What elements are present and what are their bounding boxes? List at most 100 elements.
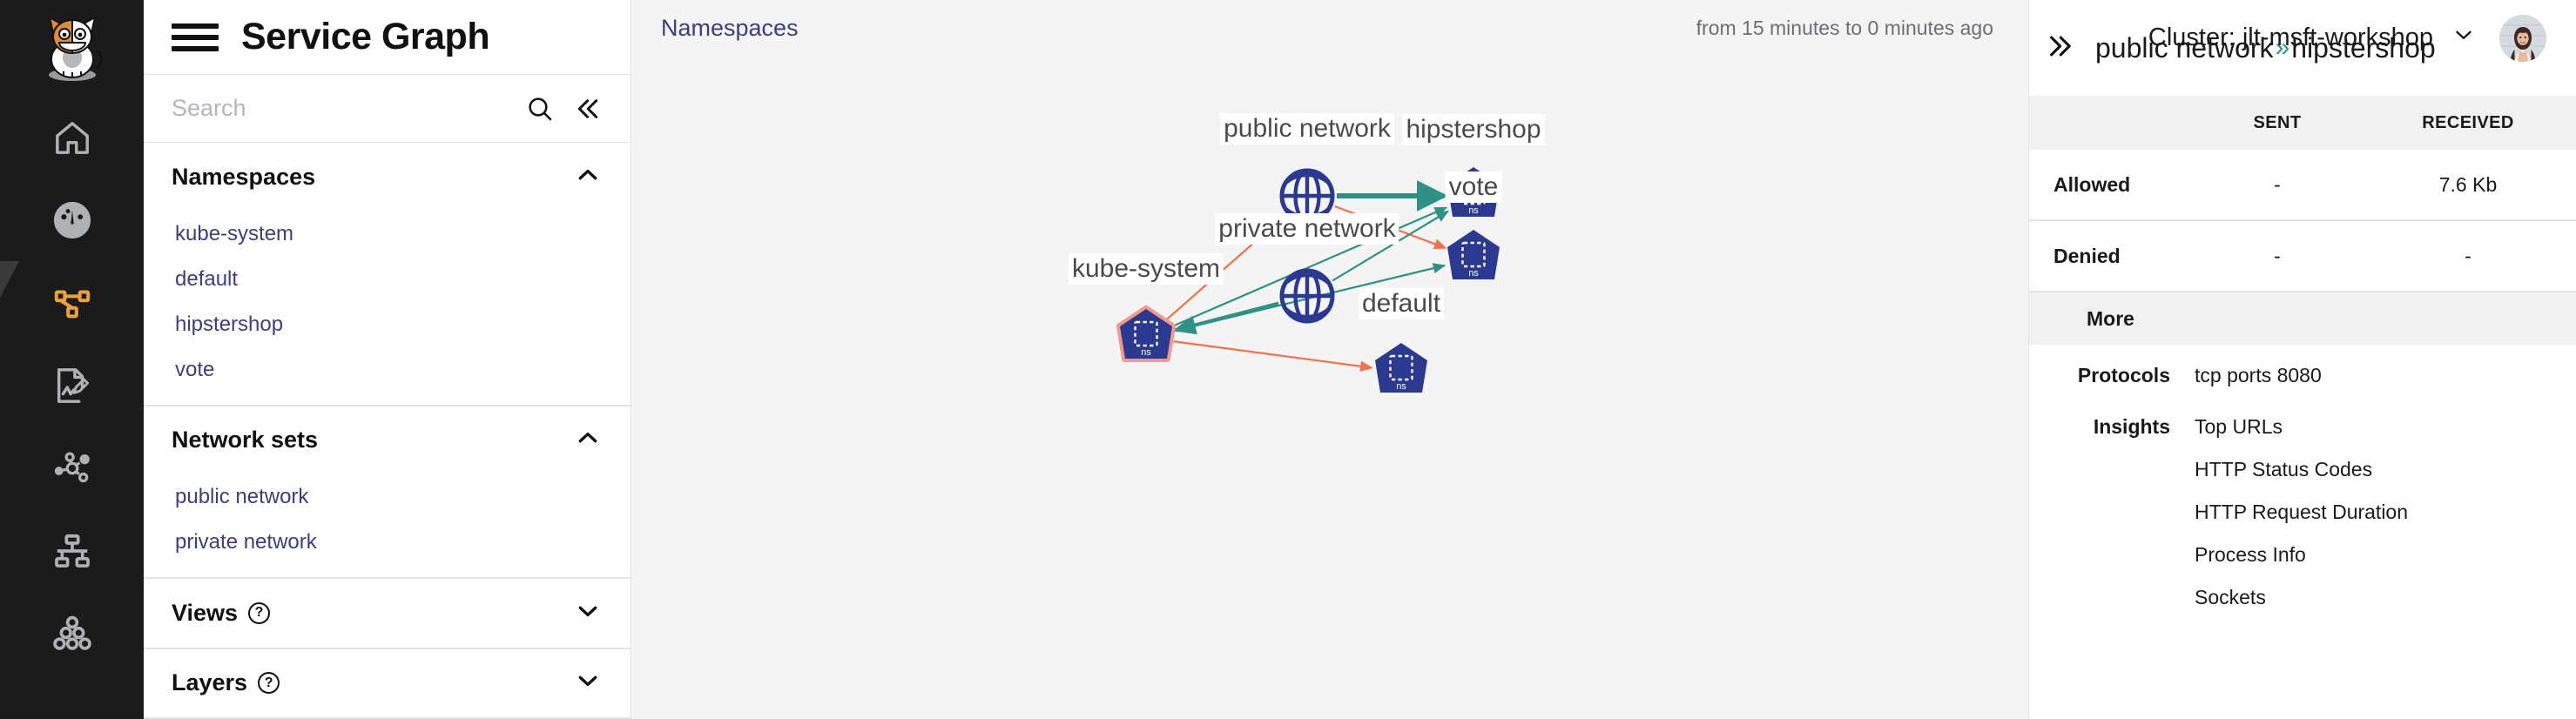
more-section-header[interactable]: More [2029, 292, 2576, 345]
graph-edge-kube-system-to-default[interactable] [1173, 340, 1373, 372]
top-right-header: Cluster: jlt-msft-workshop [2148, 0, 2576, 76]
page-title: Service Graph [241, 16, 490, 58]
denied-sent-value: - [2274, 244, 2281, 267]
section-header-layers[interactable]: Layers ? [144, 649, 631, 718]
section-title-layers: Layers [172, 669, 248, 696]
graph-node-kube-system[interactable]: ns [1116, 306, 1176, 362]
canvas-toolbar: Namespaces from 15 minutes to 0 minutes … [631, 0, 2028, 57]
namespace-item-kube-system[interactable]: kube-system [175, 221, 294, 245]
chevron-down-icon[interactable] [575, 668, 601, 698]
details-title: public network » hipstershop [2095, 32, 2436, 64]
search-bar [144, 74, 631, 143]
details-title-source[interactable]: public network [2095, 31, 2274, 64]
details-panel: public network » hipstershop SENT RECEIV… [2029, 0, 2576, 719]
divider [144, 577, 631, 580]
sidebar-item-network[interactable] [0, 509, 144, 592]
column-header-sent: SENT [2253, 112, 2302, 132]
graph-edge-public-network-to-vote[interactable] [1334, 205, 1447, 250]
search-icon[interactable] [526, 95, 554, 123]
section-header-network-sets[interactable]: Network sets [144, 407, 631, 475]
protocols-row: Protocols tcp ports 8080 [2029, 345, 2576, 387]
service-graph-icon [52, 283, 92, 323]
protocols-value: tcp ports 8080 [2195, 364, 2322, 386]
help-icon[interactable]: ? [258, 672, 280, 695]
table-row: Denied - - [2029, 221, 2576, 292]
avatar[interactable] [2499, 14, 2546, 62]
sidebar-item-dashboard[interactable] [0, 178, 144, 261]
graph-node-public-network[interactable] [1279, 168, 1335, 224]
allowed-received-value: 7.6 Kb [2438, 172, 2498, 196]
time-range-label[interactable]: from 15 minutes to 0 minutes ago [1696, 17, 1993, 39]
help-icon[interactable]: ? [248, 601, 271, 624]
section-header-namespaces[interactable]: Namespaces [144, 143, 631, 212]
nodes-graph-icon [52, 448, 92, 488]
node-badge: ns [1468, 205, 1479, 216]
insights-list: Top URLs HTTP Status Codes HTTP Request … [2195, 415, 2408, 628]
chevron-down-icon[interactable] [575, 598, 601, 628]
row-label-allowed: Allowed [2053, 172, 2131, 196]
insight-item-http-status-codes[interactable]: HTTP Status Codes [2195, 458, 2373, 480]
double-chevron-right-icon[interactable] [2047, 31, 2076, 65]
insight-item-process-info[interactable]: Process Info [2195, 543, 2306, 566]
protocols-label: Protocols [2077, 364, 2170, 386]
node-badge: ns [1468, 268, 1479, 279]
graph-edges-and-nodes: ns ns ns ns [1116, 167, 1500, 393]
graph-node-default[interactable]: ns [1375, 343, 1427, 393]
cluster-label: Cluster: jlt-msft-workshop [2148, 24, 2433, 51]
tigera-cat-logo[interactable] [0, 0, 144, 96]
icon-rail [0, 0, 144, 719]
node-badge: ns [1396, 381, 1406, 392]
graph-edge-private-network-to-hipstershop[interactable] [1332, 210, 1450, 282]
chevron-down-icon[interactable] [2452, 24, 2475, 53]
namespace-item-vote[interactable]: vote [175, 357, 215, 381]
policy-edit-icon [52, 366, 92, 406]
namespace-item-hipstershop[interactable]: hipstershop [175, 312, 284, 336]
insights-row: Insights Top URLs HTTP Status Codes HTTP… [2029, 387, 2576, 628]
divider [144, 404, 631, 407]
sidebar-item-home[interactable] [0, 96, 144, 178]
sidebar-item-nodes[interactable] [0, 427, 144, 509]
double-chevron-left-icon[interactable] [573, 95, 601, 123]
networkset-item-private-network[interactable]: private network [175, 530, 317, 554]
service-graph-canvas[interactable]: Namespaces from 15 minutes to 0 minutes … [631, 0, 2029, 719]
row-label-denied: Denied [2053, 244, 2121, 267]
denied-received-value: - [2465, 244, 2471, 267]
sidebar-panel: Service Graph Namespaces kube- [144, 0, 631, 719]
home-icon [52, 119, 92, 156]
graph-node-private-network[interactable] [1279, 268, 1335, 324]
insight-item-http-request-duration[interactable]: HTTP Request Duration [2195, 501, 2409, 523]
section-header-views[interactable]: Views ? [144, 579, 631, 648]
details-header: public network » hipstershop [2029, 0, 2576, 96]
section-body-network-sets: public network private network [144, 474, 631, 577]
sidebar-item-policies[interactable] [0, 344, 144, 427]
sidebar-item-service-graph[interactable] [0, 261, 144, 344]
chevron-up-icon[interactable] [575, 425, 601, 455]
divider [144, 717, 631, 719]
insight-item-top-urls[interactable]: Top URLs [2195, 415, 2283, 438]
graph-node-hipstershop[interactable]: ns [1447, 167, 1500, 217]
section-title-network-sets: Network sets [172, 427, 319, 454]
breadcrumb[interactable]: Namespaces [661, 15, 799, 41]
insight-item-sockets[interactable]: Sockets [2195, 586, 2266, 608]
search-input[interactable] [172, 95, 526, 123]
details-title-target[interactable]: hipstershop [2291, 31, 2436, 64]
node-badge: ns [1141, 347, 1151, 358]
networkset-item-public-network[interactable]: public network [175, 485, 309, 509]
divider [144, 647, 631, 649]
dashboard-icon [52, 200, 92, 240]
hamburger-icon[interactable] [172, 23, 219, 51]
network-hierarchy-icon [52, 531, 92, 571]
section-body-namespaces: kube-system default hipstershop vote [144, 212, 631, 405]
clusters-icon [52, 614, 92, 654]
table-row: Allowed - 7.6 Kb [2029, 150, 2576, 221]
chevron-up-icon[interactable] [575, 162, 601, 192]
section-title-views: Views [172, 599, 239, 626]
graph-edge-kube-system-to-hipstershop[interactable] [1170, 206, 1448, 328]
namespace-item-default[interactable]: default [175, 266, 239, 291]
sidebar-header: Service Graph [144, 0, 631, 74]
cluster-selector[interactable]: Cluster: jlt-msft-workshop [2148, 24, 2475, 53]
graph-node-vote[interactable]: ns [1447, 230, 1500, 279]
details-title-separator-icon: » [2275, 33, 2290, 62]
sidebar-item-clusters[interactable] [0, 592, 144, 675]
